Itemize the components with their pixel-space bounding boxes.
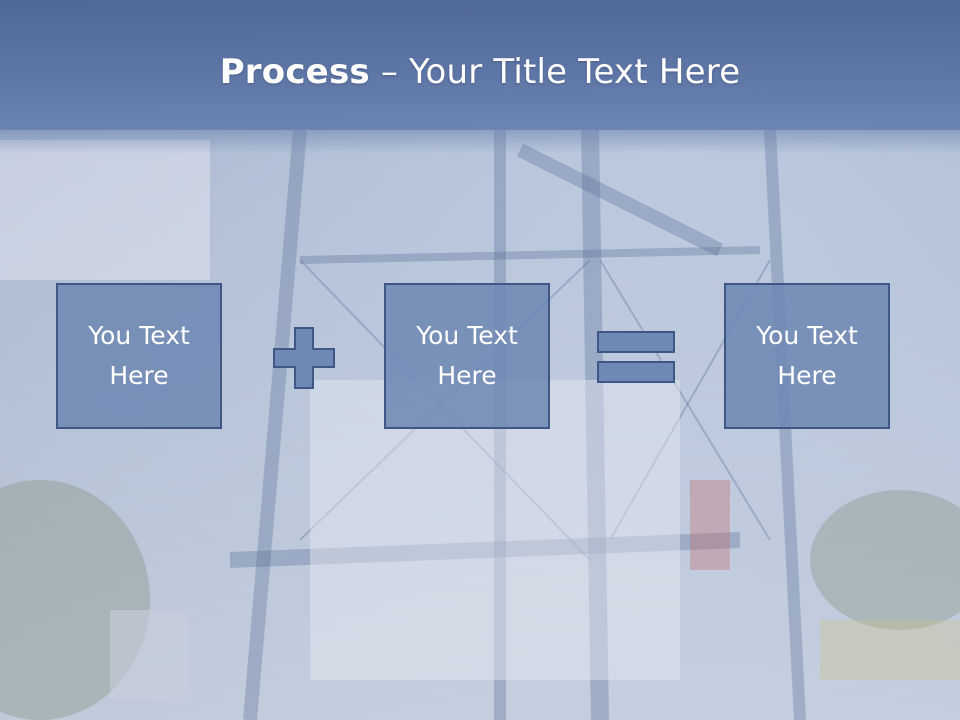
process-box-2-line2: Here (437, 361, 497, 390)
process-box-3[interactable]: You Text Here (724, 283, 890, 429)
process-box-3-line1: You Text (756, 321, 858, 350)
slide-title[interactable]: Process – Your Title Text Here (0, 52, 960, 92)
process-box-3-line2: Here (777, 361, 837, 390)
process-box-2[interactable]: You Text Here (384, 283, 550, 429)
process-box-1[interactable]: You Text Here (56, 283, 222, 429)
process-box-1-line1: You Text (88, 321, 190, 350)
process-box-1-line2: Here (109, 361, 169, 390)
slide-title-rest: – Your Title Text Here (369, 52, 741, 92)
equals-icon (597, 331, 675, 383)
process-box-2-line1: You Text (416, 321, 518, 350)
title-bar (0, 0, 960, 130)
slide-title-bold: Process (219, 52, 370, 92)
title-bar-fade (0, 130, 960, 154)
plus-icon (273, 327, 335, 389)
